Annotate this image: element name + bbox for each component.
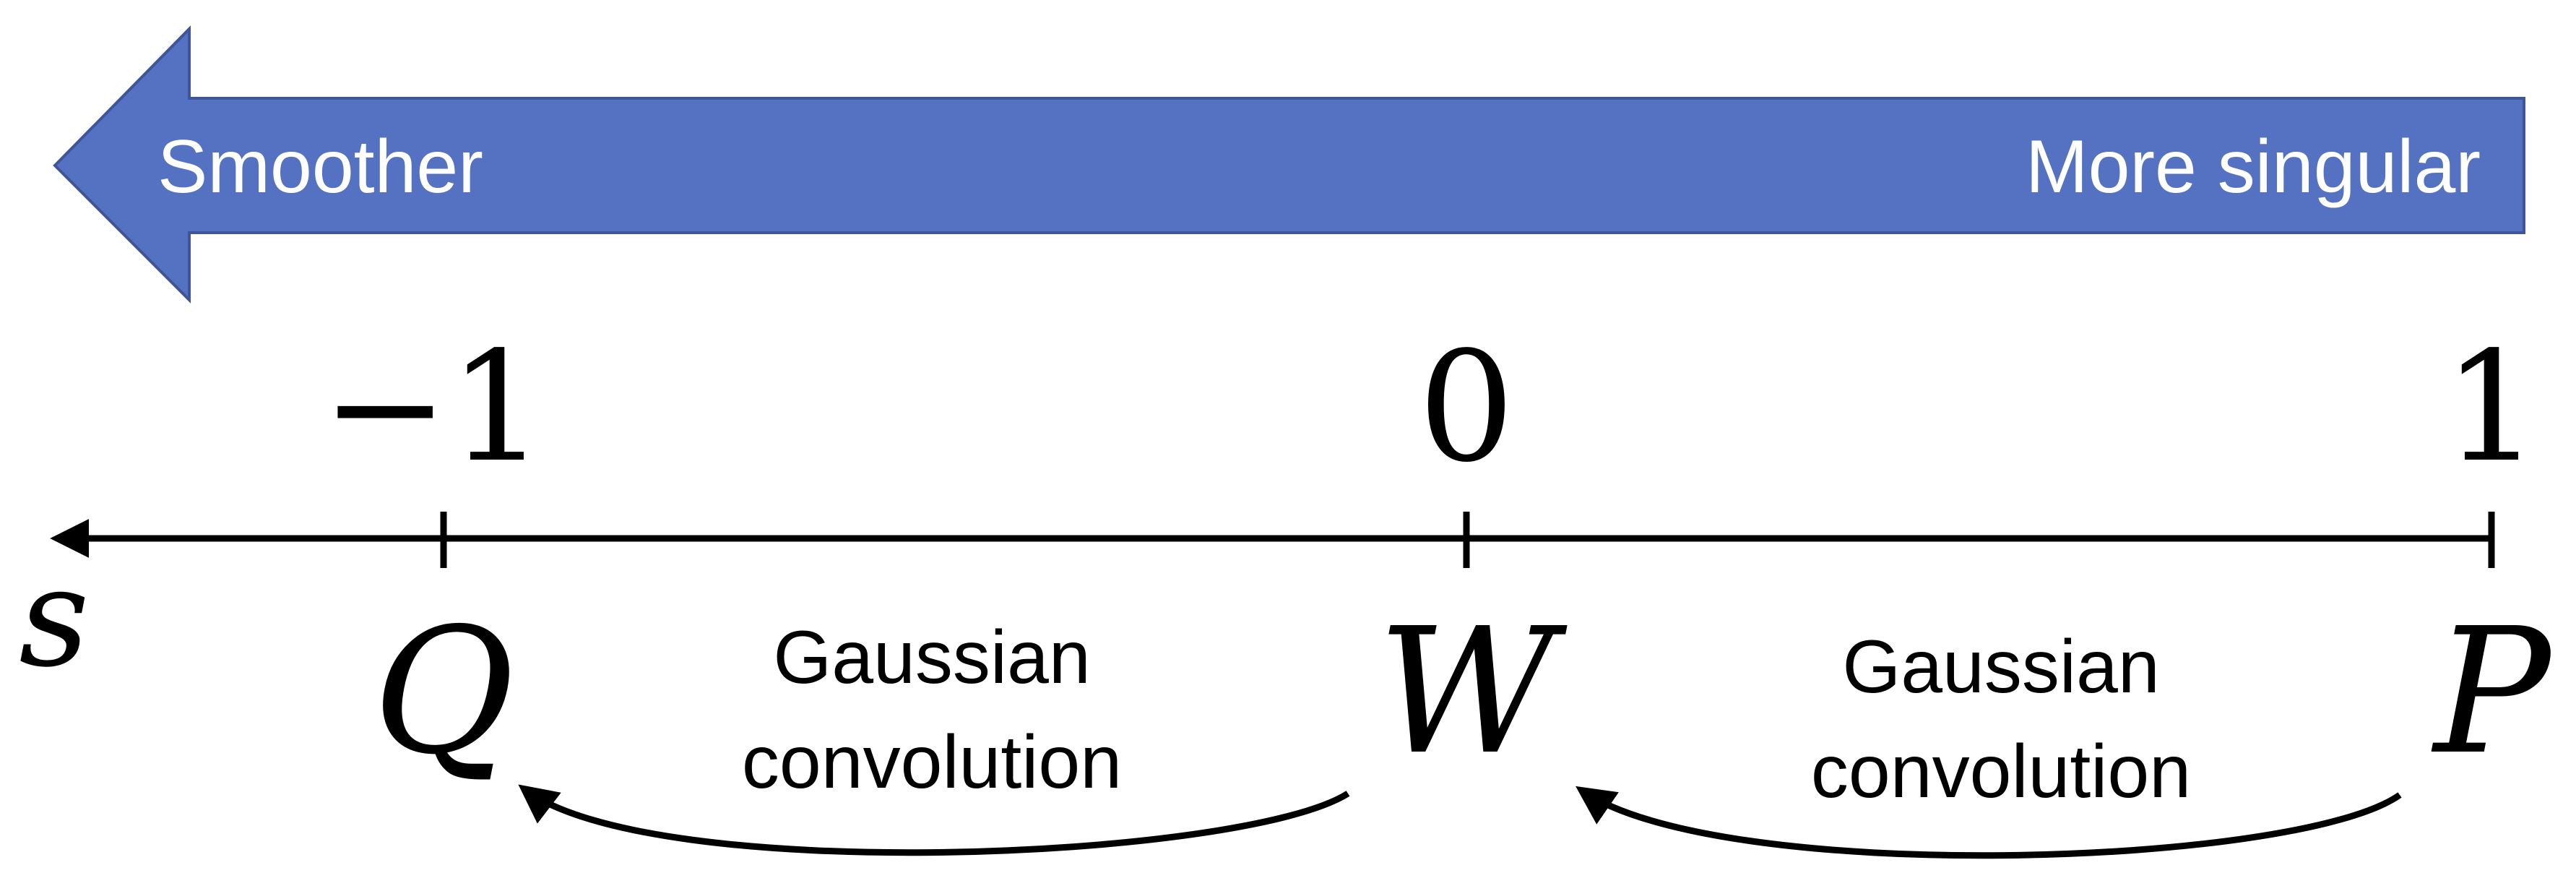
banner-right-label: More singular: [2026, 125, 2481, 209]
tick-label-one: 1: [2443, 319, 2540, 496]
point-label-q: Q: [373, 590, 515, 793]
direction-banner: Smoother More singular: [53, 25, 2525, 304]
tick-label-zero: 0: [1418, 319, 1515, 496]
transition-caption-line1: Gaussian: [1842, 625, 2159, 709]
point-label-w: W: [1378, 590, 1568, 793]
transition-caption-line1: Gaussian: [773, 616, 1090, 700]
tick-label-neg1: −1: [321, 319, 545, 496]
transition-caption-line2: convolution: [1811, 730, 2191, 814]
banner-arrow-shape: [53, 25, 2525, 304]
transition-arrow: [518, 784, 1350, 856]
point-label-p: P: [2431, 590, 2553, 793]
transition-p-to-w: Gaussian convolution: [1576, 625, 2402, 859]
transition-caption-line2: convolution: [742, 721, 1122, 804]
transition-w-to-q: Gaussian convolution: [518, 616, 1350, 856]
axis-variable-label: s: [19, 538, 90, 697]
number-line: −1 0 1 s Q W P: [19, 319, 2553, 793]
transition-arrow: [1576, 786, 2402, 859]
banner-left-label: Smoother: [157, 125, 483, 209]
